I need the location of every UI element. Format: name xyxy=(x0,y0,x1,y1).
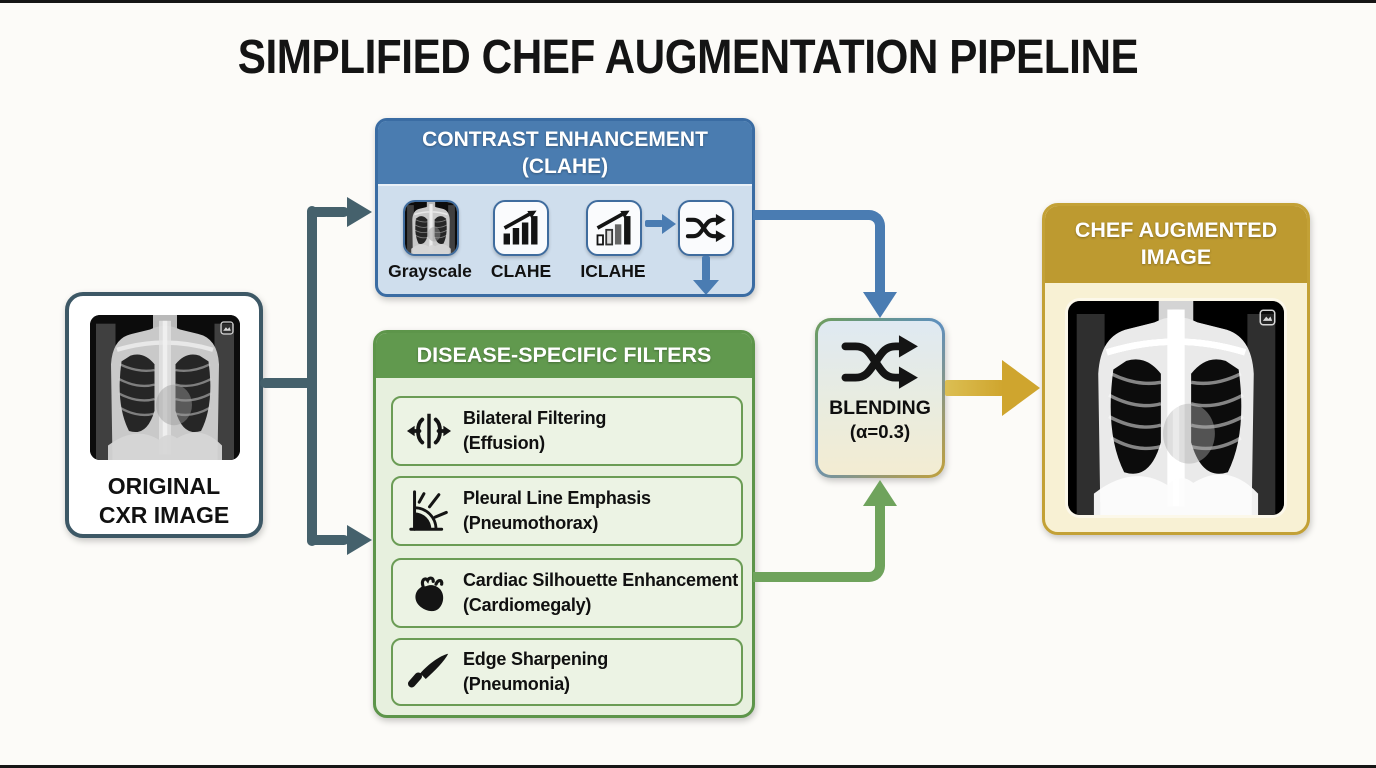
filter-item-text: Bilateral Filtering (Effusion) xyxy=(463,408,607,453)
filter-item-text: Edge Sharpening (Pneumonia) xyxy=(463,649,609,694)
filter-item-pleural: Pleural Line Emphasis (Pneumothorax) xyxy=(391,476,743,546)
bilateral-arrows-icon xyxy=(406,411,452,451)
grayscale-tile xyxy=(403,200,459,256)
pleural-rays-icon xyxy=(406,489,452,533)
iclahe-histogram-icon xyxy=(595,208,633,247)
blending-box: BLENDING (α=0.3) xyxy=(815,318,945,478)
heart-icon xyxy=(406,572,452,615)
xray-thumbnail xyxy=(405,202,457,254)
original-chest-xray-image xyxy=(90,315,240,460)
augmented-chest-xray-image xyxy=(1068,301,1284,515)
connector-contrast-to-blending xyxy=(753,210,885,294)
knife-icon xyxy=(406,651,452,694)
arrowhead-to-filters xyxy=(347,525,372,555)
contrast-enhancement-box: CONTRAST ENHANCEMENT (CLAHE) Grayscale C… xyxy=(375,118,755,297)
blending-label: BLENDING xyxy=(829,397,931,419)
connector-original-vertical xyxy=(307,206,317,546)
filters-box-header: DISEASE-SPECIFIC FILTERS xyxy=(376,333,752,378)
arrow-shuffle-down xyxy=(702,256,710,281)
blending-alpha-value: (α=0.3) xyxy=(849,421,911,442)
connector-filters-to-blending xyxy=(753,506,885,582)
step-label-iclahe: ICLAHE xyxy=(580,261,646,281)
clahe-histogram-icon xyxy=(501,208,540,247)
original-cxr-box: ORIGINAL CXR IMAGE xyxy=(65,292,263,538)
disease-filters-box: DISEASE-SPECIFIC FILTERS Bilateral Filte… xyxy=(373,330,755,718)
arrowhead-into-blending-top xyxy=(863,292,897,318)
chef-augmented-box: CHEF AUGMENTED IMAGE xyxy=(1042,203,1310,535)
connector-to-filters xyxy=(307,535,349,545)
arrow-iclahe-to-shuffle xyxy=(645,220,663,227)
image-badge-icon xyxy=(1259,309,1276,326)
output-box-header: CHEF AUGMENTED IMAGE xyxy=(1045,206,1307,283)
filter-item-cardiac: Cardiac Silhouette Enhancement (Cardiome… xyxy=(391,558,743,628)
arrowhead-into-blending-bottom xyxy=(863,480,897,506)
bottom-edge-strip xyxy=(0,765,1376,768)
shuffle-icon xyxy=(685,212,727,244)
step-label-grayscale: Grayscale xyxy=(388,261,472,281)
contrast-box-body: Grayscale CLAHE ICLAHE xyxy=(378,184,752,294)
contrast-box-header: CONTRAST ENHANCEMENT (CLAHE) xyxy=(378,121,752,184)
filter-item-text: Pleural Line Emphasis (Pneumothorax) xyxy=(463,488,651,533)
original-box-label: ORIGINAL CXR IMAGE xyxy=(98,473,230,528)
clahe-tile xyxy=(493,200,549,256)
iclahe-tile xyxy=(586,200,642,256)
page-title: SIMPLIFIED CHEF AUGMENTATION PIPELINE xyxy=(237,31,1139,84)
connector-blending-to-output xyxy=(945,380,1003,396)
arrowhead-into-output xyxy=(1002,360,1040,416)
shuffle-tile xyxy=(678,200,734,256)
top-edge-strip xyxy=(0,0,1376,3)
image-badge-icon xyxy=(220,321,234,335)
step-label-clahe: CLAHE xyxy=(490,261,552,281)
arrowhead-to-contrast xyxy=(347,197,372,227)
filter-item-bilateral: Bilateral Filtering (Effusion) xyxy=(391,396,743,466)
shuffle-icon xyxy=(839,333,921,391)
filter-item-edge: Edge Sharpening (Pneumonia) xyxy=(391,638,743,706)
connector-original-stub xyxy=(260,378,312,388)
filter-item-text: Cardiac Silhouette Enhancement (Cardiome… xyxy=(463,570,739,615)
connector-to-contrast xyxy=(307,207,349,217)
